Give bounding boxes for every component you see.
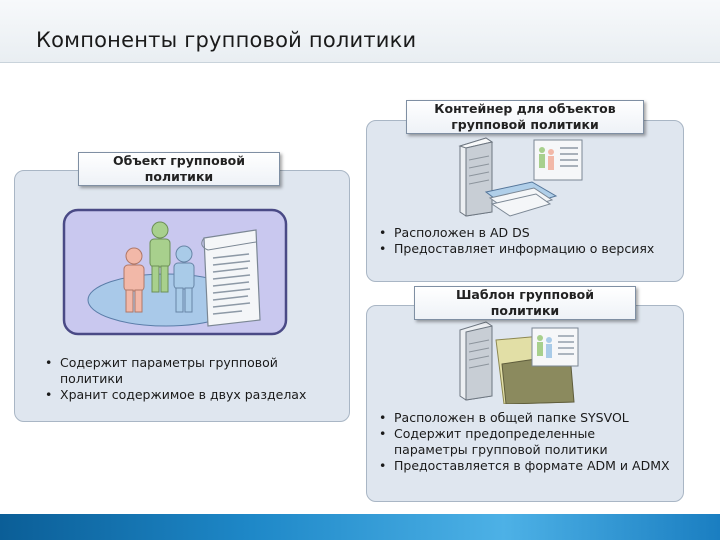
list-item: Расположен в общей папке SYSVOL (376, 410, 672, 426)
slide-header: Компоненты групповой политики (0, 0, 720, 63)
gpo-illustration (62, 208, 288, 336)
gpc-bullets: Расположен в AD DS Предоставляет информа… (376, 225, 656, 257)
list-item: Хранит содержимое в двух разделах (42, 387, 342, 403)
list-item: Расположен в AD DS (376, 225, 656, 241)
gpt-label-line1: Шаблон групповой (455, 287, 595, 302)
gpo-label-line1: Объект групповой (112, 153, 246, 168)
gpc-illustration (458, 137, 583, 217)
gpt-label: Шаблон групповой политики (414, 286, 636, 320)
users-icon (123, 221, 195, 313)
gpt-label-line2: политики (490, 303, 560, 318)
gpc-label-line1: Контейнер для объектов (434, 101, 616, 116)
gpt-illustration (459, 321, 579, 404)
footer-bar (0, 514, 720, 540)
server-icon (459, 321, 493, 401)
gpt-bullets: Расположен в общей папке SYSVOL Содержит… (376, 410, 672, 474)
server-icon (458, 137, 494, 217)
list-item: Содержит предопределенные параметры груп… (376, 426, 672, 458)
document-icon (201, 229, 261, 327)
gpc-label-line2: групповой политики (451, 117, 599, 132)
gpo-label-line2: политики (144, 169, 214, 184)
gpo-label: Объект групповой политики (78, 152, 280, 186)
list-item: Содержит параметры групповой политики (42, 355, 342, 387)
page-title: Компоненты групповой политики (36, 28, 417, 52)
gpo-bullets: Содержит параметры групповой политики Хр… (42, 355, 342, 403)
gpc-label: Контейнер для объектов групповой политик… (406, 100, 644, 134)
list-item: Предоставляет информацию о версиях (376, 241, 656, 257)
list-item: Предоставляется в формате ADM и ADMX (376, 458, 672, 474)
